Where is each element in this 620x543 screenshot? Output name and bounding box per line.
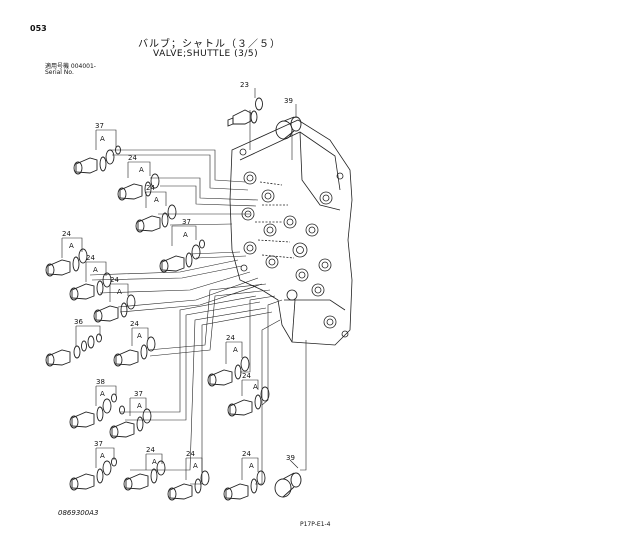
fitting-24-k	[167, 470, 210, 501]
callout-a-4: A	[183, 231, 188, 239]
callout-24-c: 24	[146, 184, 155, 192]
fitting-38	[69, 393, 117, 429]
callout-24-j: 24	[146, 446, 155, 454]
callout-a-5: A	[69, 242, 74, 250]
fitting-24-d	[45, 248, 88, 277]
callout-a-7: A	[117, 288, 122, 296]
fitting-24-h	[207, 356, 250, 387]
callout-39-bottom: 39	[286, 454, 295, 462]
fittings	[45, 97, 302, 501]
title-english: VALVE;SHUTTLE (3/5)	[153, 49, 259, 59]
callout-a-9: A	[233, 346, 238, 354]
callout-24-h: 24	[226, 334, 235, 342]
callout-a-14: A	[152, 458, 157, 466]
fitting-24-l	[223, 470, 266, 501]
valve-body	[229, 119, 353, 346]
fitting-24-i	[227, 386, 270, 417]
callout-a-10: A	[100, 390, 105, 398]
callout-38: 38	[96, 378, 105, 386]
callout-a-13: A	[100, 452, 105, 460]
callout-a-2: A	[139, 166, 144, 174]
callout-a-11: A	[137, 402, 142, 410]
callout-24-g: 24	[130, 320, 139, 328]
callout-24-f: 24	[110, 276, 119, 284]
callout-a-12: A	[253, 383, 258, 391]
callout-37-a: 37	[95, 122, 104, 130]
fitting-23	[227, 97, 263, 127]
callout-24-d: 24	[62, 230, 71, 238]
fitting-36	[45, 333, 102, 367]
page-number: 053	[30, 24, 47, 33]
title-japanese: バルブ；シャトル（３／５）	[138, 39, 281, 50]
fitting-39-bottom	[274, 472, 302, 498]
callout-a-15: A	[193, 462, 198, 470]
fitting-37-d	[69, 457, 117, 491]
callout-a-3: A	[154, 196, 159, 204]
callout-37-d: 37	[94, 440, 103, 448]
drawing-code: 0869300A3	[58, 509, 99, 517]
fitting-37-b	[159, 239, 205, 273]
leader-lines	[61, 88, 299, 480]
callout-a-16: A	[249, 462, 254, 470]
fitting-24-c	[135, 204, 177, 233]
fitting-24-j	[123, 460, 166, 491]
page-reference: P17P-E1-4	[300, 521, 331, 528]
fitting-24-b	[117, 173, 160, 201]
callout-24-k: 24	[186, 450, 195, 458]
callout-37-b: 37	[182, 218, 191, 226]
applicable-model-label: 適用号機 004001-	[45, 63, 96, 70]
fitting-37-a	[73, 145, 121, 175]
callout-36: 36	[74, 318, 83, 326]
callout-24-l: 24	[242, 450, 251, 458]
callout-a-6: A	[93, 266, 98, 274]
callout-37-c: 37	[134, 390, 143, 398]
callout-a-1: A	[100, 135, 105, 143]
callout-24-b: 24	[128, 154, 137, 162]
serial-number-label: Serial No.	[45, 69, 74, 76]
callout-24-i: 24	[242, 372, 251, 380]
callout-23: 23	[240, 81, 249, 89]
callout-a-8: A	[137, 332, 142, 340]
callout-24-e: 24	[86, 254, 95, 262]
fitting-24-e	[69, 272, 112, 301]
callout-labels: 23 39 37 A 24 A 24 A 37 A 24 A 24 A 24 A…	[62, 81, 295, 470]
fitting-37-c	[109, 405, 152, 439]
fitting-24-f	[93, 294, 136, 323]
callout-39-top: 39	[284, 97, 293, 105]
fitting-24-g	[113, 336, 156, 367]
